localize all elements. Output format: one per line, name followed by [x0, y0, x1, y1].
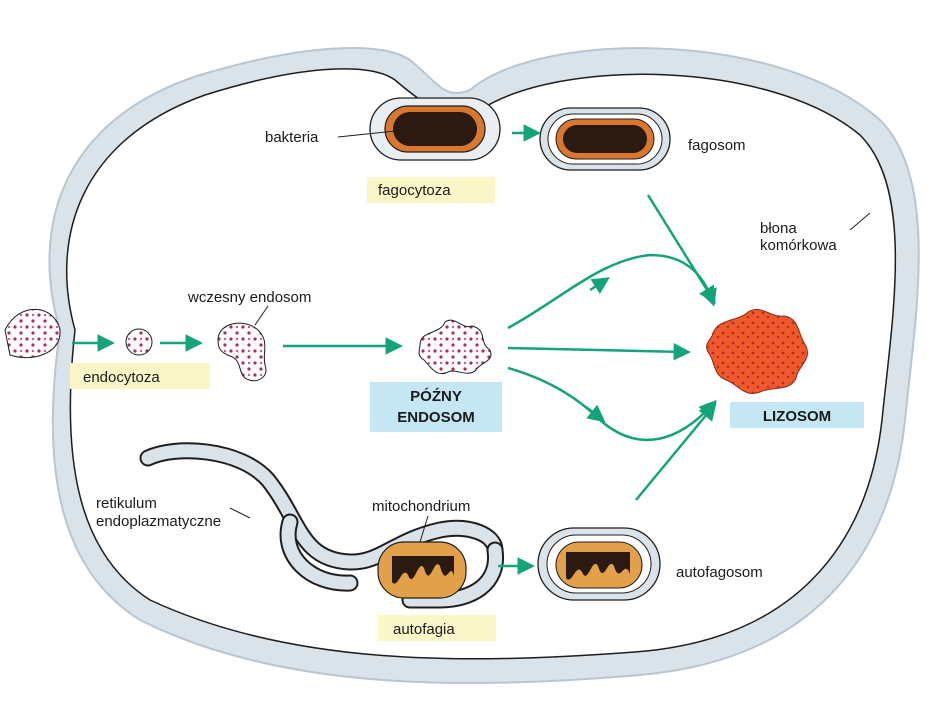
early-endosome-shape — [217, 322, 267, 382]
autophagosome — [537, 527, 661, 601]
label-bacteria: bakteria — [265, 129, 319, 146]
label-er-1: retikulum — [96, 495, 157, 512]
arrow-autophagosome-to-lysosome — [635, 402, 717, 501]
label-phagosome: fagosom — [688, 137, 746, 154]
phagosome — [539, 107, 671, 171]
mitochondrion-autophagy — [377, 541, 467, 599]
autophagy-box — [378, 615, 496, 641]
label-early-endosome: wczesny endosom — [187, 289, 311, 306]
label-cell-membrane-1: błona — [760, 220, 797, 237]
phagocytosis-box — [367, 177, 495, 203]
endoplasmic-reticulum — [139, 442, 504, 609]
label-autophagy: autofagia — [393, 621, 455, 638]
label-late-endosome-2: ENDOSOM — [397, 409, 475, 426]
endocytic-vesicle — [125, 328, 153, 356]
label-lysosome: LIZOSOM — [763, 408, 831, 425]
arrow-phagosome-to-lysosome — [646, 194, 716, 304]
bacterium-phagocytosis — [369, 97, 501, 161]
late-endosome-shape — [418, 319, 492, 374]
endocytosis-box — [70, 363, 210, 389]
arrow-late-to-lysosome-middle — [507, 343, 691, 361]
endocytosis-pit — [4, 308, 61, 359]
label-late-endosome-1: PÓŹNY — [410, 387, 462, 405]
lysosome-shape — [706, 309, 808, 394]
label-cell-membrane-2: komórkowa — [760, 237, 837, 254]
label-mitochondrion: mitochondrium — [372, 498, 470, 515]
label-autophagosome: autofagosom — [676, 564, 763, 581]
label-endocytosis: endocytoza — [83, 369, 160, 386]
label-phagocytosis: fagocytoza — [378, 182, 451, 199]
lysosome-box — [730, 402, 864, 428]
late-endosome-box — [370, 382, 502, 432]
label-er-2: endoplazmatyczne — [96, 513, 221, 530]
